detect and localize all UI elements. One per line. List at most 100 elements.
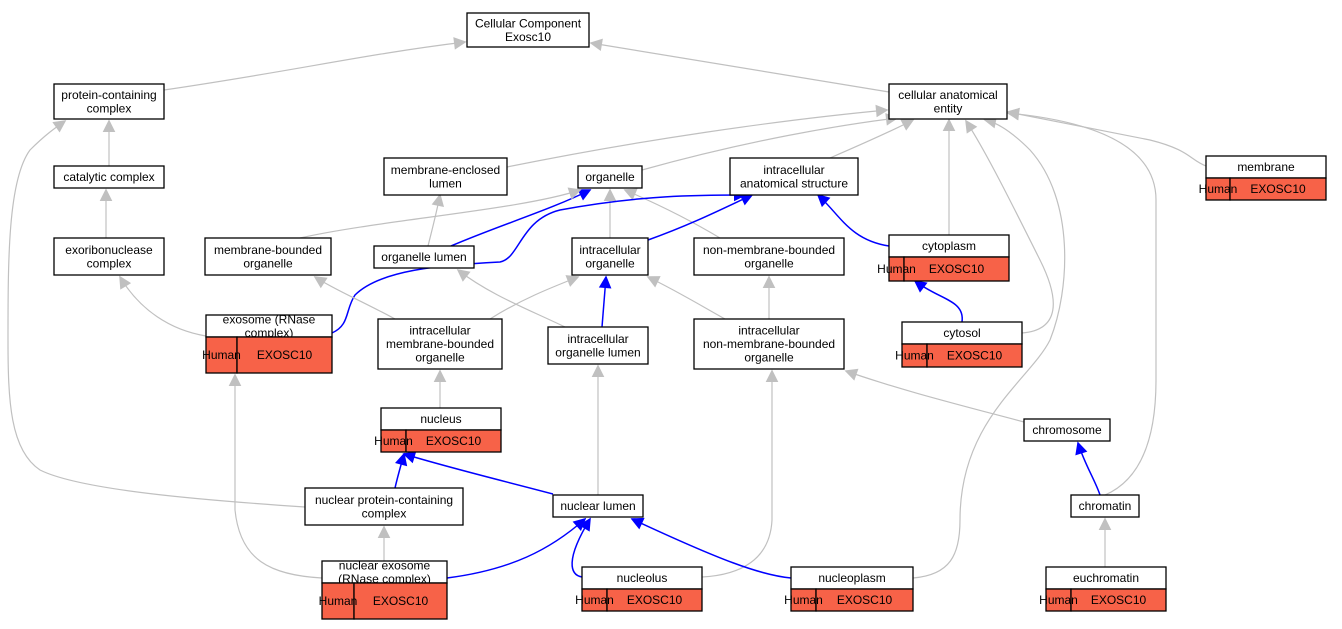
annotation-gene-cell <box>236 336 333 374</box>
node-label-line: organelle <box>744 351 794 365</box>
edge-line <box>647 194 753 241</box>
edge-nuclear-protein-containing-complex-to-protein-containing-complex <box>7 120 306 508</box>
edge-arrowhead <box>567 187 582 200</box>
edge-nucleus-to-intracellular-membrane-bounded-organelle <box>433 369 447 408</box>
edge-chromosome-to-intracellular-non-membrane-bounded-organelle <box>844 368 1025 423</box>
node-label-line: intracellular <box>579 243 640 257</box>
node-label-line: chromatin <box>1079 499 1132 513</box>
node-catalytic-complex[interactable]: catalytic complex <box>53 165 165 189</box>
annotation-gene-cell <box>1229 177 1327 201</box>
edge-arrowhead <box>313 276 328 289</box>
edge-line <box>701 371 773 578</box>
edge-exosome-to-exoribonuclease-complex <box>119 275 207 337</box>
node-label-line: organelle <box>744 256 794 270</box>
edge-arrowhead <box>589 38 603 52</box>
edge-arrowhead <box>456 269 471 282</box>
node-label-line: organelle <box>585 170 635 184</box>
edge-intracellular-membrane-bounded-organelle-to-intracellular-organelle <box>489 275 580 320</box>
edge-chromatin-to-chromosome <box>1075 441 1101 496</box>
edge-nuclear-lumen-to-nucleus <box>402 451 554 495</box>
edge-intracellular-organelle-to-intracellular-anatomical-structure <box>647 193 754 241</box>
annotation-gene-label: EXOSC10 <box>627 593 683 607</box>
node-chromatin[interactable]: chromatin <box>1070 494 1140 518</box>
edge-nucleoplasm-to-nuclear-lumen <box>630 517 792 579</box>
edge-arrowhead <box>119 275 132 290</box>
edge-arrowhead <box>433 369 447 382</box>
annotation-species-label: Human <box>895 349 934 363</box>
node-organelle-lumen[interactable]: organelle lumen <box>373 245 475 269</box>
edge-line <box>965 120 1054 334</box>
edge-intracellular-non-membrane-bounded-organelle-to-non-membrane-bounded-organelle <box>762 275 776 319</box>
edge-line <box>506 109 888 168</box>
edge-arrowhead <box>402 451 417 464</box>
node-label-line: exosome (RNase <box>223 312 316 326</box>
node-box <box>888 83 1008 120</box>
edge-arrowhead <box>623 188 638 201</box>
node-nuclear-lumen[interactable]: nuclear lumen <box>552 494 644 518</box>
annotation-gene-label: EXOSC10 <box>373 594 429 608</box>
node-label-line: non-membrane-bounded <box>703 337 835 351</box>
node-label-line: organelle <box>415 351 465 365</box>
node-label-line: (RNase complex) <box>338 572 431 586</box>
node-label-line: organelle <box>243 256 293 270</box>
node-intracellular-non-membrane-bounded-organelle[interactable]: intracellularnon-membrane-boundedorganel… <box>693 318 845 370</box>
annotation-gene-cell <box>1070 588 1167 612</box>
node-chromosome[interactable]: chromosome <box>1023 418 1111 442</box>
node-box <box>552 494 644 518</box>
edge-arrowhead <box>762 275 776 288</box>
annotation-species-label: Human <box>784 593 823 607</box>
edge-line <box>403 453 554 495</box>
edge-nuclear-protein-containing-complex-to-nucleus <box>394 452 408 489</box>
annotation-species-label: Human <box>374 434 413 448</box>
node-box <box>547 326 649 365</box>
edge-arrowhead <box>598 275 612 289</box>
node-label-line: complex <box>87 101 132 115</box>
node-box <box>571 237 649 276</box>
edge-arrowhead <box>228 373 242 386</box>
annotation-species-label: Human <box>202 348 241 362</box>
node-label-line: membrane-enclosed <box>391 163 500 177</box>
edge-intracellular-anatomical-structure-to-cellular-anatomical-entity <box>829 119 915 159</box>
node-box <box>693 237 845 276</box>
node-organelle[interactable]: organelle <box>577 165 643 189</box>
annotation-species-label: Human <box>575 593 614 607</box>
edge-organelle-lumen-to-membrane-enclosed-lumen <box>427 193 445 247</box>
node-label-line: intracellular <box>567 332 628 346</box>
node-label-line: protein-containing <box>61 88 156 102</box>
edge-intracellular-organelle-lumen-to-organelle-lumen <box>456 269 566 328</box>
node-label-line: catalytic complex <box>63 170 154 184</box>
node-box <box>304 487 464 526</box>
annotation-gene-label: EXOSC10 <box>1091 593 1147 607</box>
edge-line <box>234 375 323 579</box>
node-label-line: organelle lumen <box>555 345 640 359</box>
edge-organelle-lumen-to-organelle <box>450 189 592 247</box>
annotation-gene-cell <box>606 588 703 612</box>
edge-nucleolus-to-intracellular-non-membrane-bounded-organelle <box>701 369 779 578</box>
edge-arrowhead <box>565 275 580 287</box>
edge-line <box>1007 112 1157 496</box>
node-box <box>53 83 165 120</box>
annotation-gene-label: EXOSC10 <box>426 434 482 448</box>
edge-nuclear-exosome-to-nuclear-lumen <box>446 517 587 579</box>
